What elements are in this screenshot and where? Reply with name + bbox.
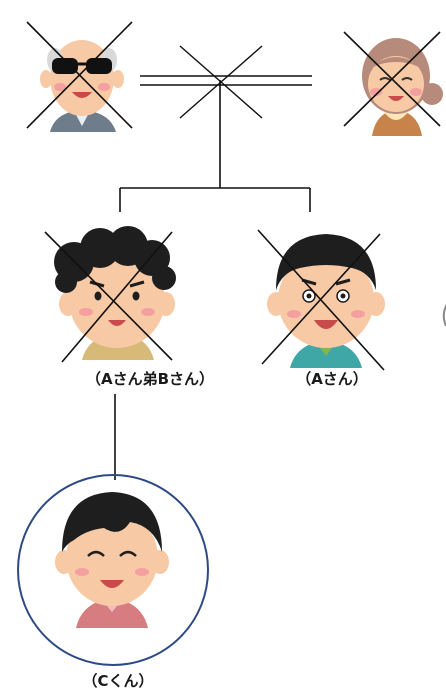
marriage-double-line bbox=[140, 75, 312, 86]
grandmother-figure bbox=[362, 38, 443, 136]
a-san-deceased-cross-mark bbox=[257, 229, 385, 371]
b-san-deceased-cross-mark bbox=[44, 231, 173, 363]
b-san-figure bbox=[54, 226, 176, 360]
a-san-figure bbox=[267, 234, 385, 368]
c-kun-label: （Cくん） bbox=[82, 672, 154, 690]
marriage-line-cross-mark bbox=[179, 45, 263, 119]
partial-figure-edge bbox=[442, 304, 446, 327]
a-san-label: （Aさん） bbox=[296, 370, 368, 388]
descent-lines bbox=[114, 80, 311, 480]
grandfather-deceased-cross-mark bbox=[26, 21, 133, 129]
c-kun-highlight-circle bbox=[17, 474, 209, 666]
b-san-label: （Aさん弟Bさん） bbox=[85, 370, 215, 388]
grandfather-figure bbox=[40, 40, 124, 132]
grandmother-deceased-cross-mark bbox=[343, 31, 441, 127]
c-kun-figure bbox=[55, 492, 169, 628]
